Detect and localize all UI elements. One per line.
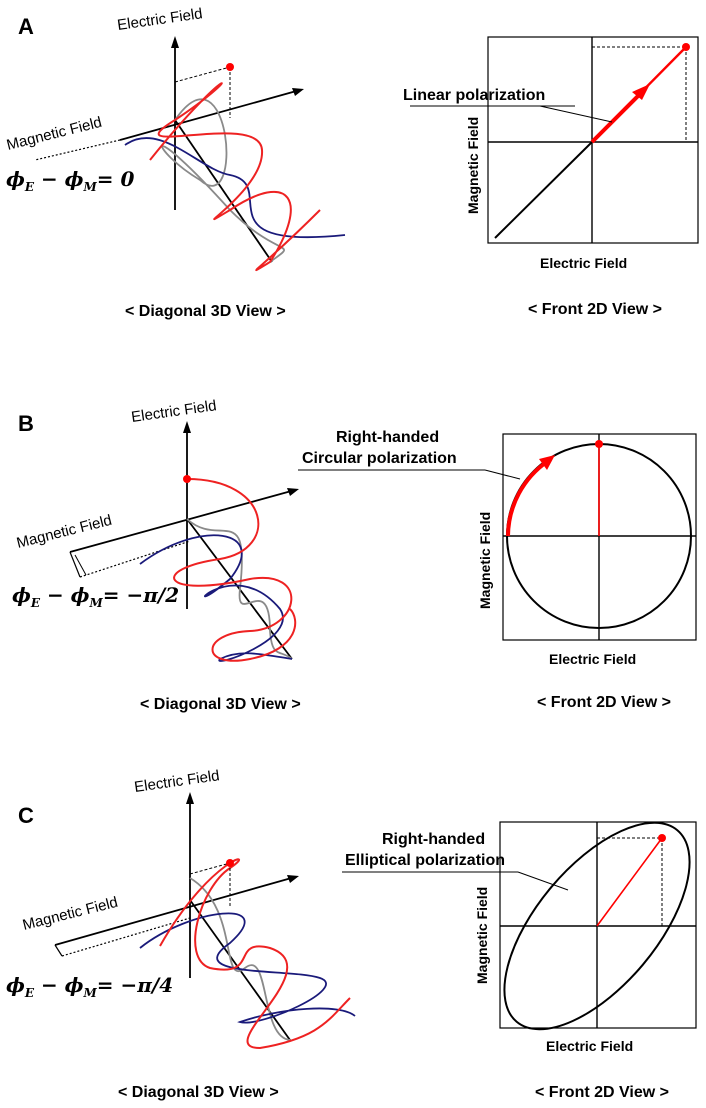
field-tip-dot: [595, 440, 603, 448]
callout-leader: [517, 871, 569, 891]
arrowhead-icon: [632, 84, 650, 100]
phase-offset-tick: [69, 551, 81, 578]
polarization-line: [494, 141, 593, 239]
arrowhead-icon: [292, 88, 304, 96]
field-tip-dot: [658, 834, 666, 842]
panel-letter: B: [18, 411, 34, 436]
arrowhead-icon: [287, 488, 299, 496]
polarization-callout-line2: Elliptical polarization: [345, 852, 505, 869]
projection-wave: [161, 98, 285, 263]
polarization-callout-line2: Circular polarization: [302, 450, 457, 467]
field-tip-dot: [682, 43, 690, 51]
panel-a: A Electric Field Magnetic Field ϕE − ϕM=…: [0, 0, 706, 369]
phase-equation: ϕE − ϕM= −π/4: [6, 973, 173, 1000]
front-view-caption: < Front 2D View >: [537, 694, 671, 711]
phase-offset-dotted: [79, 540, 191, 578]
field-tip-dot: [183, 475, 191, 483]
magnetic-field-axis: [69, 489, 296, 553]
electric-wave: [149, 82, 321, 271]
magnetic-field-axis: [54, 876, 296, 946]
panel-c: C Electric Field Magnetic Field ϕE − ϕM=…: [0, 738, 706, 1107]
arrowhead-icon: [287, 875, 299, 883]
panel-c-figure: C Electric Field Magnetic Field ϕE − ϕM=…: [6, 767, 697, 1101]
phase-offset-tick: [54, 944, 63, 957]
front-x-label: Electric Field: [546, 1038, 633, 1054]
callout-leader: [539, 105, 613, 123]
projection-wave: [186, 518, 293, 660]
front-view-caption: < Front 2D View >: [528, 301, 662, 318]
arrowhead-icon: [171, 36, 179, 48]
diagonal-3d-view: Electric Field Magnetic Field ϕE − ϕM= −…: [6, 767, 356, 1101]
electric-field-axis-label: Electric Field: [133, 767, 220, 796]
phase-offset-arrow: [74, 554, 87, 576]
front-y-label: Magnetic Field: [477, 512, 493, 609]
panel-a-figure: A Electric Field Magnetic Field ϕE − ϕM=…: [5, 5, 699, 320]
propagation-axis: [174, 119, 273, 263]
magnetic-wave: [124, 137, 346, 239]
projection-guide: [174, 66, 231, 83]
front-2d-view: Linear polarization Electric Field Magne…: [403, 36, 699, 318]
panel-b-figure: B Electric Field Magnetic Field ϕE − ϕM=…: [12, 397, 697, 713]
front-x-label: Electric Field: [549, 651, 636, 667]
panel-b: B Electric Field Magnetic Field ϕE − ϕM=…: [0, 369, 706, 738]
projection-guide: [189, 862, 231, 875]
electric-field-axis-label: Electric Field: [116, 5, 203, 34]
diagonal-view-caption: < Diagonal 3D View >: [140, 696, 301, 713]
front-y-label: Magnetic Field: [465, 117, 481, 214]
front-view-frame: [487, 36, 699, 244]
magnetic-field-axis-label: Magnetic Field: [21, 894, 120, 934]
field-tip-dot: [226, 859, 234, 867]
magnetic-field-axis-label: Magnetic Field: [15, 512, 114, 552]
callout-leader: [484, 469, 521, 480]
arrowhead-icon: [183, 421, 191, 433]
diagonal-3d-view: Electric Field Magnetic Field ϕE − ϕM= 0…: [5, 5, 346, 320]
polarization-callout-line1: Right-handed: [382, 831, 485, 848]
field-vector-highlight: [590, 87, 647, 144]
phase-equation: ϕE − ϕM= 0: [6, 167, 135, 194]
electric-wave: [173, 478, 297, 662]
rotation-arc: [506, 459, 550, 537]
front-view-caption: < Front 2D View >: [535, 1084, 669, 1101]
polarization-callout-line1: Right-handed: [336, 429, 439, 446]
magnetic-field-axis-dotted: [34, 139, 121, 161]
electric-wave: [159, 858, 351, 1050]
diagonal-view-caption: < Diagonal 3D View >: [125, 303, 286, 320]
field-vector: [596, 837, 663, 927]
diagonal-3d-view: Electric Field Magnetic Field ϕE − ϕM= −…: [12, 397, 301, 713]
magnetic-wave: [139, 912, 356, 1024]
arrowhead-icon: [186, 792, 194, 804]
front-2d-view: Right-handed Circular polarization Elect…: [298, 429, 697, 711]
arrowhead-icon: [539, 455, 555, 470]
magnetic-field-axis: [119, 89, 301, 141]
polarization-ellipse: [503, 821, 691, 1031]
diagonal-view-caption: < Diagonal 3D View >: [118, 1084, 279, 1101]
polarization-callout: Linear polarization: [403, 87, 545, 104]
panel-letter: C: [18, 803, 34, 828]
front-x-label: Electric Field: [540, 255, 627, 271]
front-view-frame: [499, 821, 697, 1029]
front-2d-view: Right-handed Elliptical polarization Ele…: [342, 821, 697, 1101]
front-y-label: Magnetic Field: [474, 887, 490, 984]
field-tip-dot: [226, 63, 234, 71]
phase-equation: ϕE − ϕM= −π/2: [12, 583, 179, 610]
electric-field-axis-label: Electric Field: [130, 397, 217, 426]
panel-letter: A: [18, 14, 34, 39]
